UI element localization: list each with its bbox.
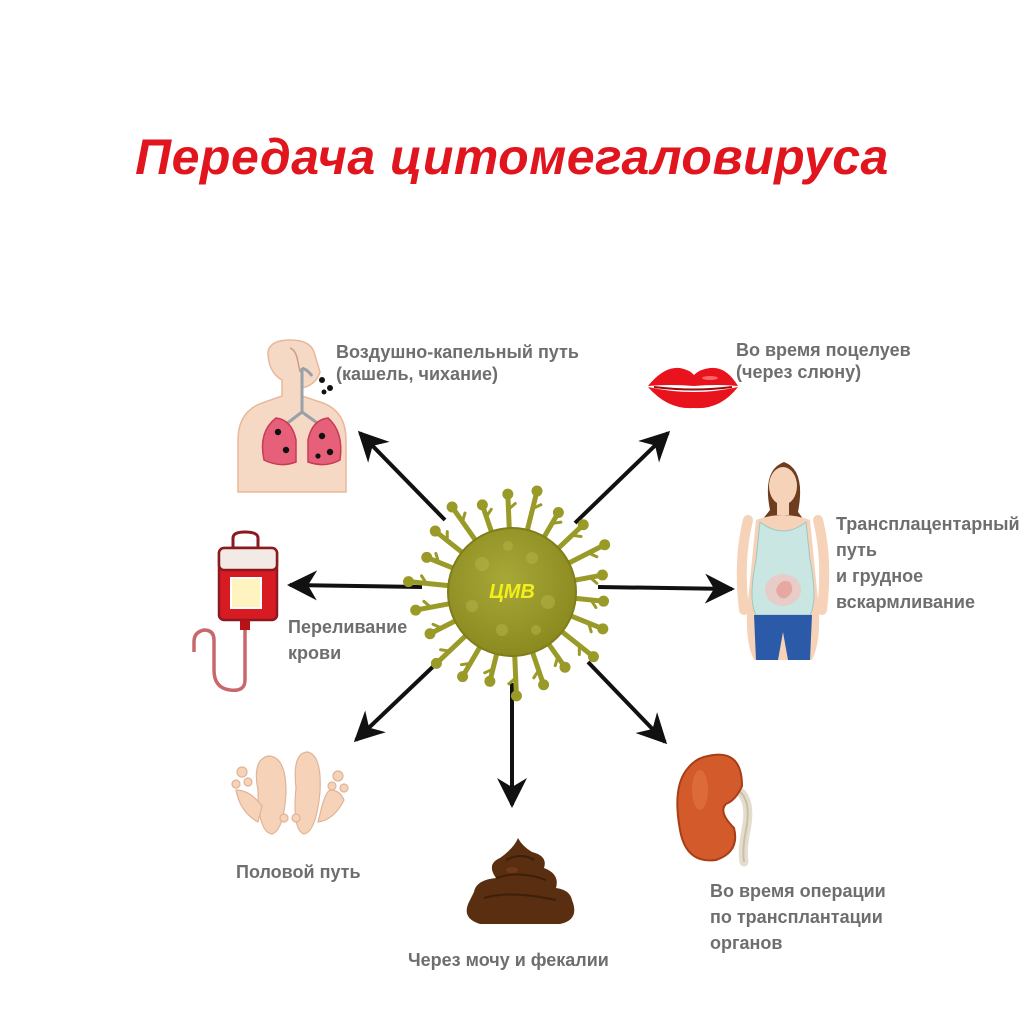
arrows xyxy=(287,430,735,808)
arrow-kiss xyxy=(573,430,671,525)
label-sexual: Половой путь xyxy=(236,862,361,882)
arrow-transplacental xyxy=(597,573,735,604)
pregnant-woman-icon xyxy=(736,462,830,660)
blood-bag-icon xyxy=(192,530,279,693)
feet-icon xyxy=(231,751,349,835)
feces-icon xyxy=(466,838,575,924)
label-organ: Во время операции по трансплантации орга… xyxy=(710,881,886,953)
human-lungs-icon xyxy=(237,339,347,493)
label-kiss: Во время поцелуев (через слюну) xyxy=(736,340,911,382)
label-feces: Через мочу и фекалии xyxy=(408,950,609,970)
virus-icon xyxy=(403,485,611,702)
arrow-blood xyxy=(287,570,423,601)
arrow-sexual xyxy=(353,658,442,743)
lips-icon xyxy=(648,367,738,409)
label-airborne: Воздушно-капельный путь (кашель, чихание… xyxy=(336,342,579,384)
kidney-icon xyxy=(676,753,753,867)
arrow-airborne xyxy=(357,430,447,522)
virus-label: ЦМВ xyxy=(489,581,535,603)
label-blood: Переливание крови xyxy=(288,617,408,663)
page-title: Передача цитомегаловируса xyxy=(135,129,889,185)
label-transplacental: Трансплацентарный путь и грудное вскармл… xyxy=(836,514,1020,612)
arrow-organ xyxy=(586,660,668,745)
